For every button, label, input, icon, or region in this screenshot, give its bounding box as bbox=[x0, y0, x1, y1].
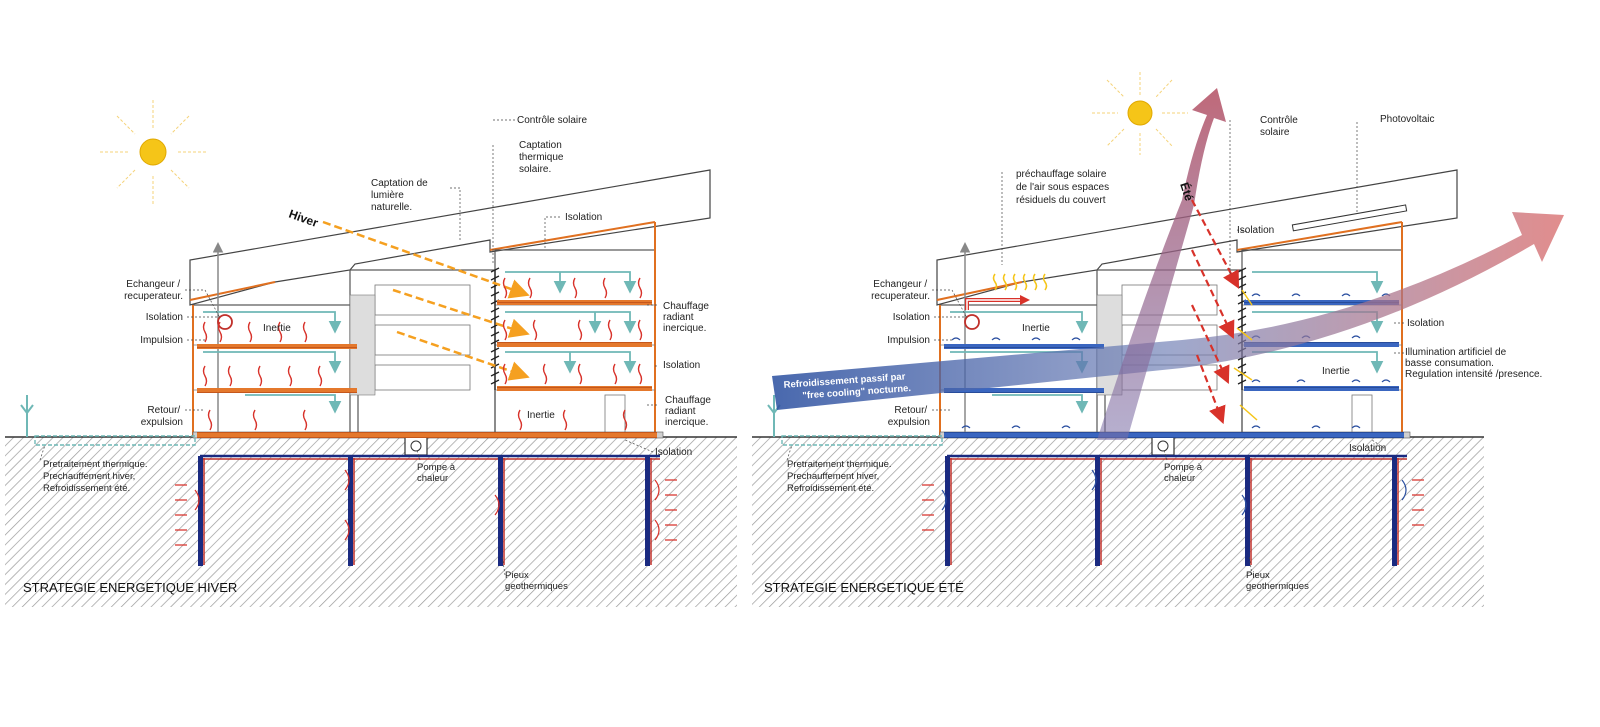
label-inertie-top: Inertie bbox=[263, 323, 291, 334]
rooftop-preheat bbox=[965, 273, 1048, 310]
sun-icon bbox=[100, 100, 206, 204]
label-pretraitement: Pretraitement thermique. Prechauffement … bbox=[43, 459, 150, 494]
label-retour: Retour/ expulsion bbox=[141, 405, 183, 428]
stack-ventilation-flow bbox=[1097, 88, 1226, 440]
label-isolation-right: Isolation bbox=[663, 360, 700, 371]
label-photovoltaic: Photovoltaic bbox=[1380, 114, 1434, 125]
label-inertie-mid: Inertie bbox=[1322, 366, 1350, 377]
label-chauffage-1: Chauffage radiant inercique. bbox=[663, 301, 712, 334]
label-isolation-right: Isolation bbox=[1407, 318, 1444, 329]
label-prechauffage: préchauffage solaire de l'air sous espac… bbox=[1016, 169, 1112, 206]
panel-title: STRATEGIE ENERGETIQUE ÉTÉ bbox=[764, 580, 964, 595]
label-captation-lumiere: Captation de lumière naturelle. bbox=[371, 178, 431, 213]
label-pieux: Pieux geothermiques bbox=[1246, 570, 1309, 592]
label-retour: Retour/ expulsion bbox=[888, 405, 930, 428]
sun-icon bbox=[1092, 72, 1188, 155]
label-echangeur: Echangeur / recuperateur. bbox=[871, 279, 930, 302]
radiant-heating-floors bbox=[175, 277, 677, 546]
label-isolation-left: Isolation bbox=[146, 312, 183, 323]
summer-strategy-panel: Été Contrôle solaire Photovoltaic précha… bbox=[752, 72, 1564, 607]
label-inertie-top: Inertie bbox=[1022, 323, 1050, 334]
label-isolation-roof: Isolation bbox=[1237, 225, 1274, 236]
label-pompe: Pompe à chaleur bbox=[1164, 462, 1205, 484]
panel-title: STRATEGIE ENERGETIQUE HIVER bbox=[23, 580, 237, 595]
label-echangeur: Echangeur / recuperateur. bbox=[124, 279, 183, 302]
cooling-floors bbox=[922, 293, 1424, 531]
label-pieux: Pieux geothermiques bbox=[505, 570, 568, 592]
label-isolation-roof: Isolation bbox=[565, 212, 602, 223]
label-pompe: Pompe à chaleur bbox=[417, 462, 458, 484]
label-controle-solaire: Contrôle solaire bbox=[1260, 115, 1301, 138]
free-cooling-flow bbox=[772, 212, 1564, 410]
air-flow bbox=[203, 271, 637, 414]
air-flow bbox=[950, 271, 1384, 414]
label-controle-solaire: Contrôle solaire bbox=[517, 115, 587, 126]
label-chauffage-2: Chauffage radiant inercique. bbox=[665, 395, 714, 428]
label-impulsion: Impulsion bbox=[887, 335, 930, 346]
label-pretraitement: Pretraitement thermique. Prechauffement … bbox=[787, 459, 894, 494]
label-isolation-left: Isolation bbox=[893, 312, 930, 323]
label-impulsion: Impulsion bbox=[140, 335, 183, 346]
season-label: Hiver bbox=[287, 207, 320, 231]
label-isolation-ground: Isolation bbox=[655, 447, 692, 458]
solar-rays bbox=[1191, 199, 1240, 425]
winter-strategy-panel: Hiver bbox=[5, 100, 737, 607]
label-inertie-bottom: Inertie bbox=[527, 410, 555, 421]
label-isolation-ground: Isolation bbox=[1349, 443, 1386, 454]
season-label: Été bbox=[1177, 180, 1197, 203]
label-captation-thermique: Captation thermique solaire. bbox=[519, 140, 566, 175]
label-illumination: Illumination artificiel de basse consuma… bbox=[1405, 347, 1542, 380]
